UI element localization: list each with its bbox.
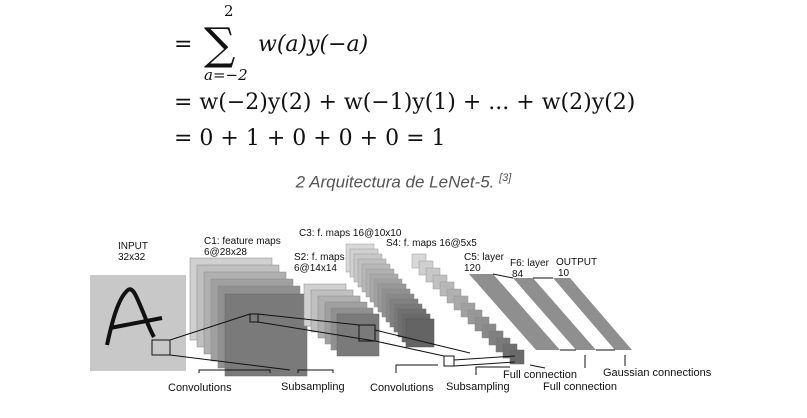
eq-sum-upper: 2 (224, 2, 234, 20)
label-full-connection-2: Full connection (543, 381, 617, 393)
label-s2-size: 6@14x14 (294, 263, 337, 274)
s2-receptive-field (358, 324, 376, 342)
eq-sum-sign: ∑ (204, 19, 235, 70)
label-convolutions-2: Convolutions (370, 382, 434, 394)
c3-receptive-field (443, 355, 455, 367)
c1-maps (189, 257, 308, 377)
label-subsampling-2: Subsampling (446, 381, 510, 393)
output-layer (553, 278, 632, 350)
c5-layer (469, 274, 560, 350)
label-c3: C3: f. maps 16@10x10 (299, 228, 402, 239)
equation-svg: = 2 ∑ a=−2 w(a)y(−a) = w(−2)y(2) + w(−1)… (174, 2, 635, 151)
eq-line3: = 0 + 1 + 0 + 0 + 0 = 1 (174, 126, 446, 151)
label-output: OUTPUT (556, 257, 597, 268)
eq-sum-lower: a=−2 (204, 66, 248, 84)
label-c5: C5: layer (464, 252, 505, 263)
label-f6-size: 84 (512, 269, 524, 280)
eq-line1-equals: = (174, 32, 192, 57)
eq-line1-term: w(a)y(−a) (258, 32, 368, 57)
label-c1: C1: feature maps (204, 236, 281, 247)
f6-layer (513, 278, 596, 350)
lenet-diagram: INPUT 32x32 C1: feature maps 6@28x28 S2:… (0, 210, 807, 413)
label-gaussian-connections: Gaussian connections (603, 367, 712, 379)
label-s4: S4: f. maps 16@5x5 (386, 238, 477, 249)
label-s2: S2: f. maps (294, 252, 345, 263)
c3-maps (345, 243, 435, 348)
s4-maps (411, 253, 525, 365)
figure-caption: 2 Arquitectura de LeNet-5. [3] (0, 172, 807, 193)
label-c5-size: 120 (464, 263, 481, 274)
label-convolutions-1: Convolutions (168, 382, 232, 394)
input-letter-bar (109, 316, 163, 330)
label-f6: F6: layer (510, 258, 550, 269)
input-receptive-field (151, 339, 171, 356)
label-input-size: 32x32 (118, 252, 146, 263)
label-input: INPUT (118, 241, 148, 252)
label-connectors (198, 355, 626, 375)
label-subsampling-1: Subsampling (281, 381, 345, 393)
label-output-size: 10 (558, 268, 570, 279)
caption-text: 2 Arquitectura de LeNet-5. (295, 172, 495, 192)
c1-receptive-field (249, 313, 259, 323)
s2-maps (303, 283, 380, 357)
lenet-svg: INPUT 32x32 C1: feature maps 6@28x28 S2:… (90, 228, 712, 394)
input-letter-a (105, 287, 156, 346)
connection-lines (169, 273, 615, 371)
label-full-connection-1: Full connection (503, 369, 577, 381)
caption-reference: [3] (499, 172, 512, 184)
equation: = 2 ∑ a=−2 w(a)y(−a) = w(−2)y(2) + w(−1)… (174, 0, 734, 160)
label-c1-size: 6@28x28 (204, 247, 247, 258)
eq-line2: = w(−2)y(2) + w(−1)y(1) + ... + w(2)y(2) (174, 90, 635, 115)
